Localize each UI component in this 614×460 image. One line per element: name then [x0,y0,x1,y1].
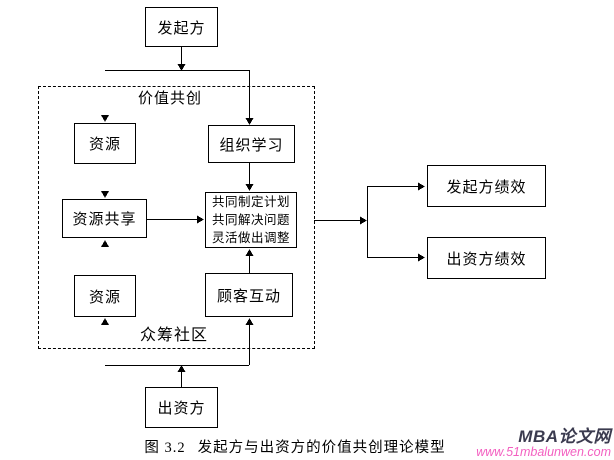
initiator-box: 发起方 [145,7,218,47]
watermark: MBA论文网 www.51mbalunwen.com [476,428,611,459]
joint-actions-line-3: 灵活做出调整 [211,231,290,246]
caption-prefix: 图 3.2 [144,440,186,456]
caption-title: 发起方与出资方的价值共创理论模型 [197,440,446,456]
joint-actions-line-1: 共同制定计划 [211,194,290,209]
value-cocreation-boundary [38,86,315,349]
joint-actions-line-2: 共同解决问题 [211,212,290,227]
funder-performance-box: 出资方绩效 [427,237,546,279]
customer-interaction-box: 顾客互动 [205,273,293,317]
resources-top-box: 资源 [74,123,136,164]
organizational-learning-box: 组织学习 [208,125,295,163]
value-cocreation-label: 价值共创 [138,91,203,107]
watermark-brand: MBA论文网 [518,427,611,447]
crowdfunding-community-label: 众筹社区 [140,327,209,344]
joint-actions-box: 共同制定计划 共同解决问题 灵活做出调整 [205,192,297,248]
figure-caption: 图 3.2 发起方与出资方的价值共创理论模型 [0,436,590,457]
watermark-url: www.51mbalunwen.com [476,444,611,459]
initiator-performance-box: 发起方绩效 [427,165,546,207]
funder-box: 出资方 [145,387,218,428]
resource-sharing-box: 资源共享 [62,199,147,238]
resources-bottom-box: 资源 [74,275,136,317]
